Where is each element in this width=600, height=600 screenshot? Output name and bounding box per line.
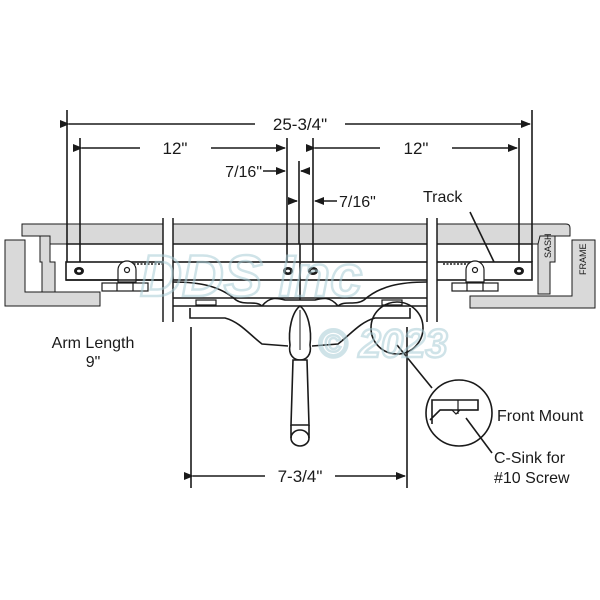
track-shoe-right [451,260,499,292]
detail-callout-source [370,301,424,355]
crank-handle [288,304,312,447]
track-label: Track [423,189,463,206]
left-span-label: 12" [163,139,188,158]
right-span-label: 12" [404,139,429,158]
base-width-label: 7-3/4" [278,467,323,486]
operator-body [66,244,428,347]
arm-length-value: 9" [86,354,101,371]
overall-width-label: 25-3/4" [273,115,327,134]
watermark-line2: © 2023 [318,322,448,366]
arm-length-title: Arm Length [52,335,135,352]
track-mount-holes [74,267,524,275]
dimension-lines [60,110,533,488]
front-mount-detail [425,379,493,454]
center-offset-left-label: 7/16" [225,164,262,181]
csink-label-line1: C-Sink for [494,450,566,467]
sash-label: SASH [543,233,553,258]
frame-label: FRAME [578,244,588,276]
front-mount-label: Front Mount [497,408,584,425]
csink-label-line2: #10 Screw [494,470,570,487]
track-shoe-left [101,260,149,292]
watermark-line1: DDS Inc [140,244,362,309]
detail-leader [396,344,433,389]
center-offset-right-label: 7/16" [339,194,376,211]
break-lines [162,218,438,322]
